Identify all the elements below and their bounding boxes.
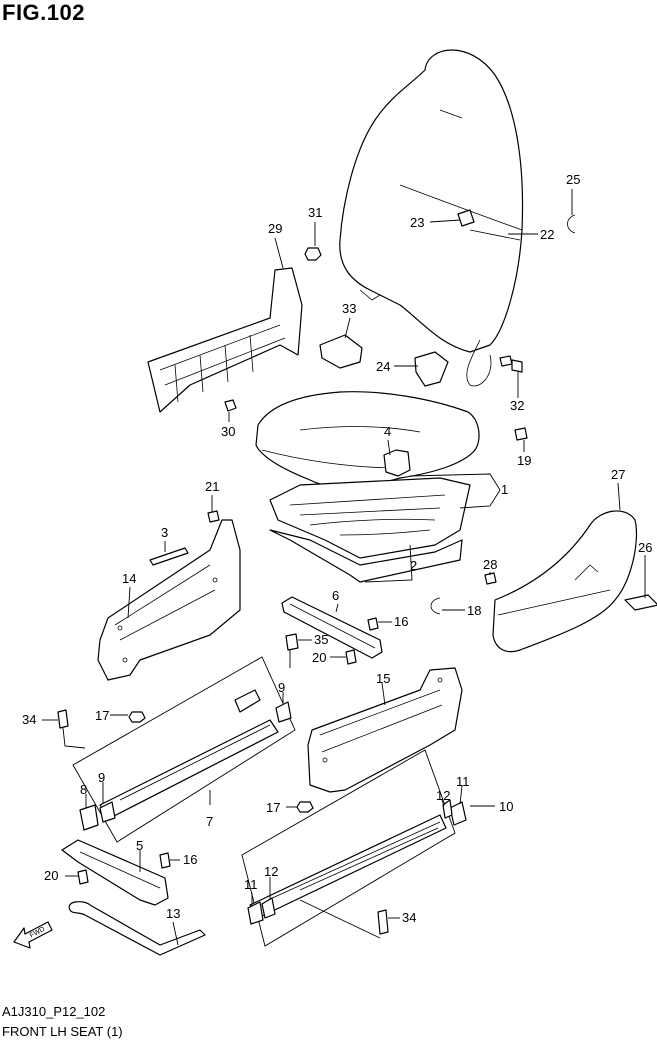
callout-9-right[interactable]: 9 <box>278 680 285 695</box>
callout-17-right[interactable]: 17 <box>266 800 280 815</box>
nut-part[interactable] <box>296 801 314 813</box>
cushion-frame-part[interactable] <box>269 477 471 583</box>
callout-26[interactable]: 26 <box>638 540 652 555</box>
callout-5[interactable]: 5 <box>136 838 143 853</box>
spacer-part[interactable] <box>247 901 264 925</box>
headrest-stay-part[interactable] <box>383 449 411 477</box>
cover-part[interactable] <box>319 334 363 369</box>
seat-rail-part[interactable] <box>249 814 447 919</box>
callout-12-left[interactable]: 12 <box>264 864 278 879</box>
nut-part[interactable] <box>128 711 146 723</box>
callout-9-left[interactable]: 9 <box>98 770 105 785</box>
callout-27[interactable]: 27 <box>611 467 625 482</box>
callout-15[interactable]: 15 <box>376 671 390 686</box>
screw-part[interactable] <box>224 399 237 412</box>
headrest-guide-part[interactable] <box>457 209 475 227</box>
bolt-part[interactable] <box>377 909 389 935</box>
callout-23[interactable]: 23 <box>410 215 424 230</box>
spacer-part[interactable] <box>99 801 116 823</box>
spacer-part[interactable] <box>79 804 99 831</box>
callout-29[interactable]: 29 <box>268 221 282 236</box>
screw-part[interactable] <box>484 572 497 585</box>
screw-part[interactable] <box>514 427 528 441</box>
callout-2[interactable]: 2 <box>410 558 417 573</box>
callout-labels: 25 31 23 22 29 33 24 32 30 4 19 1 21 27 … <box>22 172 652 925</box>
figure-code: A1J310_P12_102 <box>2 1004 106 1019</box>
seat-rail-part[interactable] <box>99 689 279 819</box>
callout-7[interactable]: 7 <box>206 814 213 829</box>
seat-cushion-part[interactable] <box>255 391 480 488</box>
nut-part[interactable] <box>304 247 322 261</box>
callout-16-upper[interactable]: 16 <box>394 614 408 629</box>
figure-title: FIG.102 <box>2 0 85 25</box>
callout-17-left[interactable]: 17 <box>95 708 109 723</box>
inner-frame-part[interactable] <box>97 519 241 681</box>
spacer-part[interactable] <box>275 701 292 723</box>
clip-part[interactable] <box>567 214 576 234</box>
knob-part[interactable] <box>624 594 657 611</box>
callout-14[interactable]: 14 <box>122 571 136 586</box>
callout-33[interactable]: 33 <box>342 301 356 316</box>
fwd-arrow-icon: FWD <box>13 921 53 949</box>
cover-part[interactable] <box>414 351 449 387</box>
bolt-part[interactable] <box>367 617 379 631</box>
leader-lines <box>42 189 646 946</box>
bolt-part[interactable] <box>499 355 523 373</box>
label-part[interactable] <box>149 547 189 566</box>
callout-4[interactable]: 4 <box>384 424 391 439</box>
callout-20-upper[interactable]: 20 <box>312 650 326 665</box>
screw-part[interactable] <box>207 510 220 523</box>
callout-34-right[interactable]: 34 <box>402 910 416 925</box>
callout-34-left[interactable]: 34 <box>22 712 36 727</box>
bracket-part[interactable] <box>281 596 383 659</box>
side-cover-part[interactable] <box>492 510 638 653</box>
bolt-part[interactable] <box>57 709 69 729</box>
callout-32[interactable]: 32 <box>510 398 524 413</box>
callout-6[interactable]: 6 <box>332 588 339 603</box>
spacer-part[interactable] <box>261 897 276 919</box>
figure-caption: FRONT LH SEAT (1) <box>2 1024 123 1039</box>
callout-11-left[interactable]: 11 <box>244 877 258 892</box>
callout-20-lower[interactable]: 20 <box>44 868 58 883</box>
side-trim-part[interactable] <box>147 267 303 413</box>
callout-11-right[interactable]: 11 <box>456 774 470 789</box>
callout-31[interactable]: 31 <box>308 205 322 220</box>
callout-13[interactable]: 13 <box>166 906 180 921</box>
bolt-part[interactable] <box>285 633 299 651</box>
bolt-part[interactable] <box>159 852 171 869</box>
callout-1[interactable]: 1 <box>501 482 508 497</box>
outer-frame-part[interactable] <box>307 667 463 793</box>
callout-3[interactable]: 3 <box>161 525 168 540</box>
rod-part[interactable] <box>68 901 206 956</box>
bolt-part[interactable] <box>345 649 357 665</box>
callout-35[interactable]: 35 <box>314 632 328 647</box>
clip-part[interactable] <box>430 597 441 615</box>
spacer-part[interactable] <box>442 799 453 819</box>
callout-28[interactable]: 28 <box>483 557 497 572</box>
callout-19[interactable]: 19 <box>517 453 531 468</box>
spacer-part[interactable] <box>449 801 467 826</box>
seat-back-part[interactable] <box>339 49 524 387</box>
callout-16-lower[interactable]: 16 <box>183 852 197 867</box>
callout-24[interactable]: 24 <box>376 359 390 374</box>
callout-12-right[interactable]: 12 <box>436 788 450 803</box>
callout-25[interactable]: 25 <box>566 172 580 187</box>
bracket-part[interactable] <box>61 839 169 906</box>
callout-10[interactable]: 10 <box>499 799 513 814</box>
callout-22[interactable]: 22 <box>540 227 554 242</box>
callout-8[interactable]: 8 <box>80 782 87 797</box>
callout-30[interactable]: 30 <box>221 424 235 439</box>
callout-21[interactable]: 21 <box>205 479 219 494</box>
callout-18[interactable]: 18 <box>467 603 481 618</box>
bolt-part[interactable] <box>77 869 89 885</box>
